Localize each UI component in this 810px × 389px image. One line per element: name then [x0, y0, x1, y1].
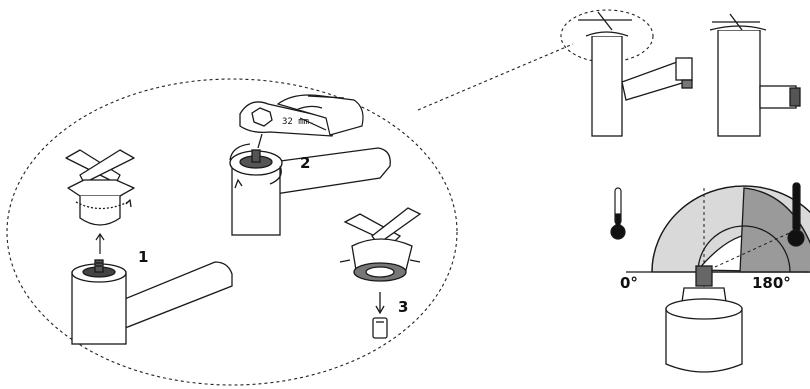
step-2-label: 2 — [300, 154, 310, 172]
wrench-size-label: 32 mm. — [282, 117, 315, 127]
step1-arrow — [95, 232, 105, 254]
step2-faucet — [229, 143, 391, 236]
step-1-label: 1 — [138, 248, 148, 266]
angle-max-label: 180° — [752, 274, 791, 292]
cold-thermometer-icon — [610, 187, 626, 240]
temperature-dial — [626, 185, 810, 290]
step1-handle — [65, 149, 135, 226]
faucet-front-view — [578, 11, 693, 137]
wrench: 32 mm. — [239, 101, 335, 149]
step1-faucet — [71, 259, 233, 345]
cartridge — [665, 265, 743, 373]
step3-handle — [339, 207, 422, 339]
detail-callout — [6, 9, 654, 386]
faucet-side-view — [709, 13, 801, 137]
angle-min-label: 0° — [620, 274, 638, 292]
step-3-label: 3 — [398, 298, 408, 316]
hot-thermometer-icon — [787, 182, 805, 247]
hand — [276, 94, 364, 136]
